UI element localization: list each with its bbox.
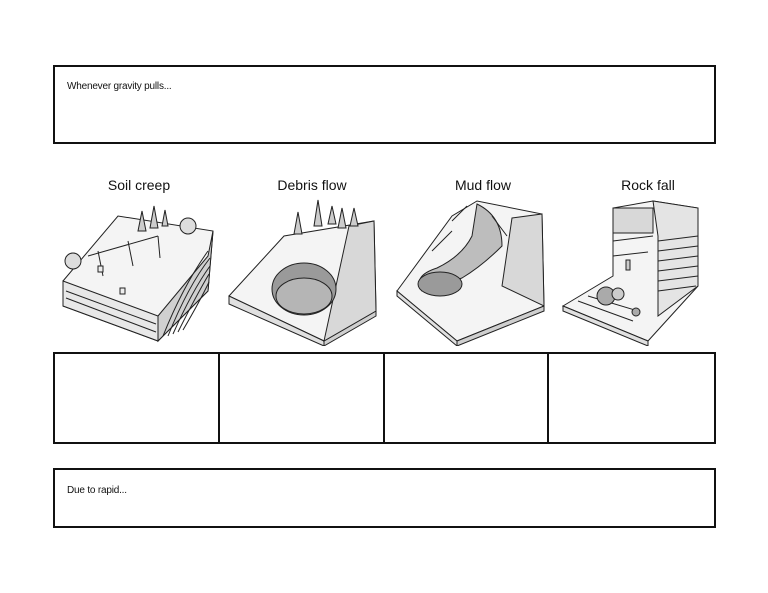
title-mud-flow: Mud flow [454, 177, 512, 193]
soil-creep-illustration [62, 205, 214, 343]
title-debris-flow: Debris flow [277, 177, 347, 193]
top-writing-box[interactable]: Whenever gravity pulls... [53, 65, 716, 144]
debris-flow-illustration [228, 199, 377, 346]
rock-fall-illustration [561, 200, 699, 346]
top-prompt: Whenever gravity pulls... [67, 81, 172, 92]
answer-cell-rock-fall[interactable] [549, 354, 714, 442]
answer-grid [53, 352, 716, 444]
answer-cell-mud-flow[interactable] [385, 354, 550, 442]
title-rock-fall: Rock fall [621, 177, 675, 193]
title-soil-creep: Soil creep [107, 177, 171, 193]
mud-flow-illustration [396, 200, 545, 346]
bottom-writing-box[interactable]: Due to rapid... [53, 468, 716, 528]
bottom-prompt: Due to rapid... [67, 485, 127, 496]
answer-cell-soil-creep[interactable] [55, 354, 220, 442]
answer-cell-debris-flow[interactable] [220, 354, 385, 442]
